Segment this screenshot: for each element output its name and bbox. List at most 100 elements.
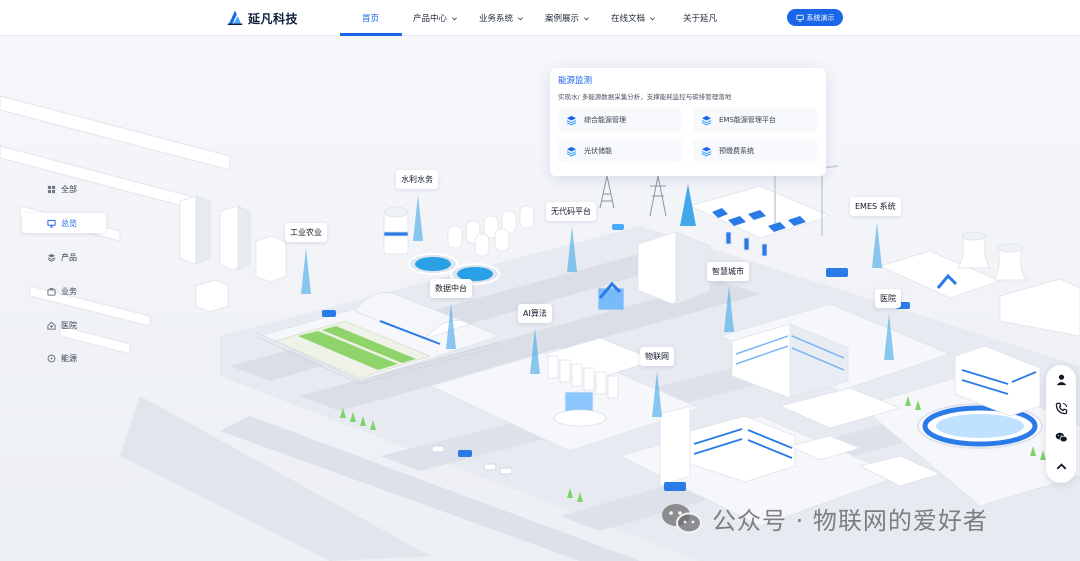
user-icon [1056,374,1066,385]
layers-icon [701,146,712,157]
scene-tag-label: 水利水务 [401,175,433,184]
nav-item-about[interactable]: 关于延凡 [683,0,717,36]
brand-logo[interactable]: 延凡科技 [226,7,298,29]
sidebar-item-business[interactable]: 业务 [22,281,106,301]
card-item-label: EMS能源管理平台 [719,116,776,124]
back-to-top-button[interactable] [1053,458,1069,474]
card-item-label: 光伏储能 [584,147,612,155]
sidebar-item-label: 医院 [61,320,77,330]
scene-tag-data[interactable]: 数据中台 [430,279,472,298]
brand-logo-icon [227,10,243,26]
beam-data [446,303,456,349]
scene-tag-label: AI算法 [523,309,547,318]
sidebar-item-overview[interactable]: 总览 [22,213,106,233]
sidebar-item-energy[interactable]: 能源 [22,348,106,368]
scene-tag-agri[interactable]: 工业农业 [285,223,327,242]
accent-beams [680,184,696,226]
card-item-pv-storage[interactable]: 光伏储能 [558,139,682,163]
scene-tag-label: 物联网 [645,352,669,361]
solar-panels [712,208,806,232]
beam-city [724,286,734,332]
beam-hospital [884,314,894,360]
system-demo-label: 系统演示 [806,13,835,22]
scene-tag-label: 无代码平台 [551,207,591,216]
left-terraces [0,95,231,355]
beam-iot [652,371,662,417]
scene-tag-label: EMES 系统 [855,202,896,211]
sidebar-item-label: 总览 [61,218,77,228]
robot-arms [598,273,958,299]
nav-active-indicator [340,33,402,36]
nav-item-cases[interactable]: 案例展示 [545,0,590,36]
nav-item-label: 关于延凡 [683,14,718,24]
stadium [917,403,1043,449]
scene-tag-label: 工业农业 [290,228,322,237]
beam-water [413,195,423,241]
card-item-prepay-system[interactable]: 预缴费系统 [693,139,817,163]
monitor-icon [47,219,56,228]
watermark: 公众号 · 物联网的爱好者 [660,500,988,536]
card-item-integrated-energy[interactable]: 综合能源管理 [558,108,682,132]
farm-field [273,320,432,379]
nav-item-label: 业务系统 [479,14,514,24]
scene-tag-label: 智慧城市 [712,267,744,276]
nav-item-label: 首页 [362,14,380,24]
scene-tag-emes[interactable]: EMES 系统 [850,197,901,216]
card-item-label: 综合能源管理 [584,116,626,124]
city-scene [0,36,1080,561]
beam-ai [530,328,540,374]
card-title: 能源监测 [558,76,593,86]
layers-icon [47,253,56,262]
trees [340,396,1046,502]
scene-tag-code[interactable]: 无代码平台 [546,202,596,221]
energy-monitoring-card: 能源监测 实现水/ 多能源数据采集分析，支撑能耗监控与碳排管理落地 综合能源管理… [550,68,826,176]
chevron-down-icon [452,16,458,20]
scene-tag-city[interactable]: 智慧城市 [707,262,749,281]
nav-item-products[interactable]: 产品中心 [413,0,458,36]
beam-emes [872,222,882,268]
sidebar-item-hospital[interactable]: 医院 [22,315,106,335]
phone-icon [1055,402,1067,414]
city-illustration [0,36,1080,561]
card-description: 实现水/ 多能源数据采集分析，支撑能耗监控与碳排管理落地 [558,93,732,101]
nav-item-home[interactable]: 首页 [362,0,379,36]
card-item-ems-platform[interactable]: EMS能源管理平台 [693,108,817,132]
scene-tag-water[interactable]: 水利水务 [396,170,438,189]
hospital-icon [47,321,56,330]
user-button[interactable] [1053,371,1069,387]
beam-agri [301,248,311,294]
layers-icon [701,115,712,126]
sidebar-item-label: 能源 [61,353,77,363]
nav-item-label: 案例展示 [545,14,580,24]
nav-item-label: 在线文档 [611,14,646,24]
sidebar-item-label: 业务 [61,286,77,296]
scene-tag-ai[interactable]: AI算法 [518,304,552,323]
scene-tag-iot[interactable]: 物联网 [640,347,674,366]
phone-button[interactable] [1053,400,1069,416]
nav-item-business[interactable]: 业务系统 [479,0,524,36]
fence [254,331,501,385]
chevron-down-icon [650,16,656,20]
sidebar-item-label: 产品 [61,252,77,262]
wechat-button[interactable] [1053,429,1069,445]
system-demo-button[interactable]: 系统演示 [787,9,843,26]
grid-icon [47,185,56,193]
sidebar-item-label: 全部 [61,184,77,194]
energy-icon [47,354,56,362]
scene-tag-label: 医院 [880,294,896,303]
wechat-icon [662,504,702,534]
chevron-down-icon [584,16,590,20]
sidebar-item-all[interactable]: 全部 [22,179,106,199]
sidebar-item-products[interactable]: 产品 [22,247,106,267]
beam-code [567,226,577,272]
watermark-text: 公众号 · 物联网的爱好者 [712,506,988,535]
buildings [179,185,1080,487]
floating-action-bar [1046,365,1076,483]
card-item-label: 预缴费系统 [719,147,754,155]
nav-item-label: 产品中心 [413,14,448,24]
nav-item-docs[interactable]: 在线文档 [611,0,656,36]
arrow-up-icon [1056,462,1066,469]
scene-tag-hospital[interactable]: 医院 [875,289,901,308]
wechat-icon [1055,432,1068,442]
brand-name: 延凡科技 [248,11,299,26]
